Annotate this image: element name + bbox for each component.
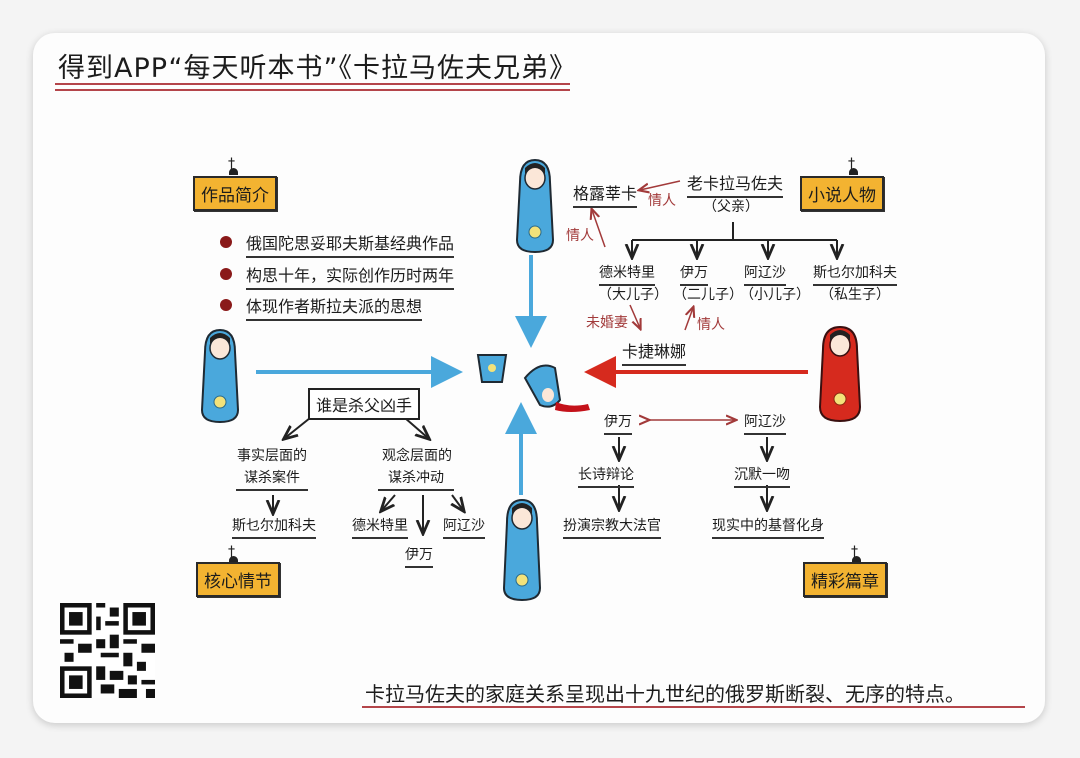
- cross-icon: †: [851, 544, 861, 563]
- son-role: （大儿子）: [598, 287, 668, 303]
- lover-label: 情人: [566, 228, 594, 244]
- tag-characters: 小说人物: [800, 176, 884, 211]
- connector-arrow: [640, 180, 681, 190]
- chapter-right-step1: 沉默一吻: [734, 464, 790, 488]
- lover-label: 情人: [648, 193, 676, 209]
- connector-arrow: [285, 417, 311, 438]
- matryoshka-doll-icon: [502, 498, 542, 602]
- idea-culprit: 阿辽沙: [443, 515, 485, 539]
- page-title: 得到APP“每天听本书”《卡拉马佐夫兄弟》: [58, 53, 578, 84]
- fiancee-label: 未婚妻: [586, 315, 628, 331]
- connector-arrow: [404, 417, 428, 438]
- chapter-right-step2: 现实中的基督化身: [712, 515, 824, 539]
- bullet-icon: [220, 299, 232, 311]
- bullet-icon: [220, 268, 232, 280]
- idea-culprit: 伊万: [405, 544, 433, 568]
- idea-culprit: 德米特里: [352, 515, 408, 539]
- idea-level-line2: 谋杀冲动: [378, 467, 454, 491]
- katerina-name: 卡捷琳娜: [622, 338, 687, 366]
- cross-icon: †: [228, 544, 238, 563]
- summary-underline: [362, 706, 1025, 708]
- connector-arrow: [684, 308, 693, 331]
- tag-chapters: 精彩篇章: [803, 562, 887, 597]
- fact-level-line2: 谋杀案件: [236, 467, 308, 491]
- son-role: （二儿子）: [673, 287, 743, 303]
- son-name: 阿辽沙: [744, 262, 786, 286]
- qr-code: [60, 603, 155, 698]
- father-name: 老卡拉马佐夫: [687, 170, 784, 198]
- intro-bullet-3: 体现作者斯拉夫派的思想: [246, 293, 423, 321]
- tag-plot: 核心情节: [196, 562, 280, 597]
- chapter-left-step1: 长诗辩论: [578, 464, 634, 488]
- son-role: （私生子）: [820, 287, 890, 303]
- intro-bullet-1: 俄国陀思妥耶夫斯基经典作品: [246, 230, 455, 258]
- chapter-alyosha: 阿辽沙: [744, 411, 786, 435]
- son-name: 伊万: [680, 262, 708, 286]
- cross-icon: †: [848, 156, 858, 175]
- son-name: 德米特里: [599, 262, 655, 286]
- connector-arrow: [452, 494, 463, 510]
- question-box: 谁是杀父凶手: [308, 388, 421, 420]
- idea-level-line1: 观念层面的: [382, 448, 452, 464]
- connector-arrow: [629, 304, 640, 328]
- fact-culprit: 斯乜尔加科夫: [232, 515, 316, 539]
- chapter-ivan: 伊万: [604, 411, 632, 435]
- summary-text: 卡拉马佐夫的家庭关系呈现出十九世纪的俄罗斯断裂、无序的特点。: [365, 682, 965, 706]
- grushenka-name: 格露莘卡: [573, 180, 638, 208]
- father-role: （父亲）: [703, 199, 759, 215]
- chapter-left-step2: 扮演宗教大法官: [563, 515, 661, 539]
- matryoshka-doll-icon: [515, 158, 555, 254]
- tag-intro: 作品简介: [193, 176, 277, 211]
- lover-label: 情人: [697, 317, 725, 333]
- title-underline-2: [55, 89, 570, 91]
- connector-arrow: [592, 210, 606, 248]
- matryoshka-doll-icon: [818, 325, 862, 423]
- bullet-icon: [220, 236, 232, 248]
- matryoshka-doll-icon: [200, 328, 240, 424]
- connector-arrow: [382, 494, 396, 510]
- fact-level-line1: 事实层面的: [237, 448, 307, 464]
- son-role: （小儿子）: [740, 287, 810, 303]
- cross-icon: †: [228, 156, 238, 175]
- broken-doll-icon: [476, 354, 590, 412]
- title-underline: [55, 83, 570, 85]
- son-name: 斯乜尔加科夫: [813, 262, 897, 286]
- intro-bullet-2: 构思十年，实际创作历时两年: [246, 262, 455, 290]
